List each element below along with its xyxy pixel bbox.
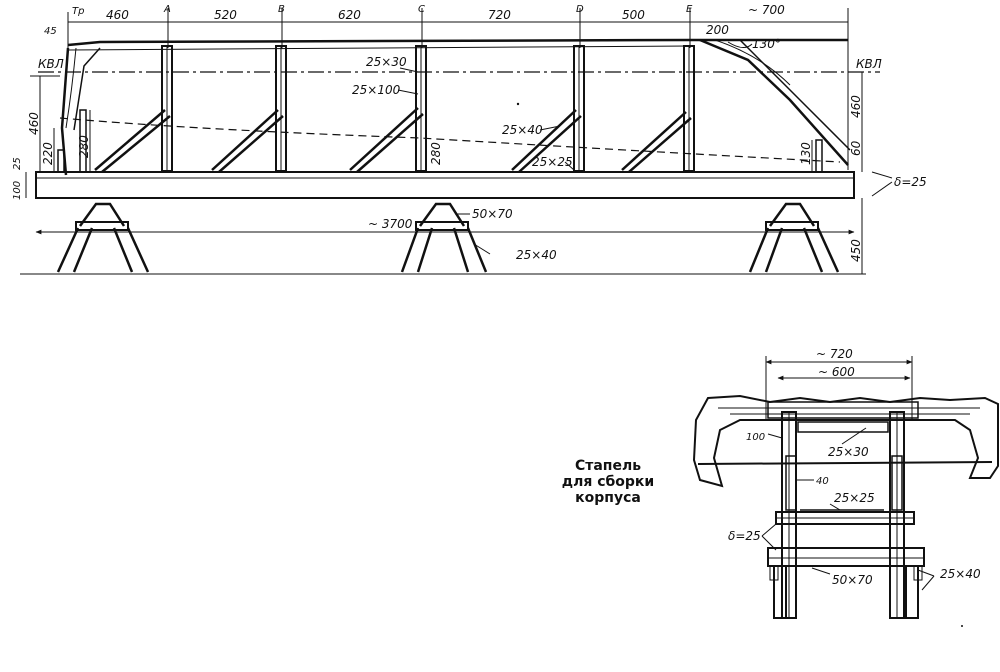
station-label: А — [163, 4, 171, 15]
stern-offset-dimension: 200 — [706, 23, 729, 37]
waterline-label-left: КВЛ — [38, 57, 64, 71]
section-view-labels: ~ 720 ~ 600 25×30 100 40 25×25 δ=25 50×7… — [728, 347, 981, 587]
member-size-label: 25×40 — [940, 567, 981, 581]
drawing-caption: Стапель для сборки корпуса — [548, 458, 668, 506]
caption-line: для сборки — [561, 474, 655, 490]
side-view-labels: Тр А В С D Е 460 520 620 720 500 ~ 700 4… — [12, 3, 927, 262]
member-size-label: 25×100 — [352, 83, 401, 97]
height-dimension: 130 — [799, 142, 813, 165]
height-dimension: 220 — [41, 142, 55, 165]
station-label: В — [278, 4, 285, 15]
member-size-label: 25×40 — [502, 123, 543, 137]
member-size-label: 100 — [746, 432, 765, 443]
base-beam — [35, 171, 855, 199]
overall-length-label: ~ 3700 — [368, 217, 413, 231]
span-dimension: 520 — [214, 8, 237, 22]
member-size-label: 40 — [816, 476, 829, 487]
member-size-label: 50×70 — [472, 207, 513, 221]
span-dimension: ~ 700 — [748, 3, 785, 17]
section-width-inner: ~ 600 — [818, 365, 855, 379]
station-label: Тр — [72, 6, 84, 17]
plank-thickness-label: δ=25 — [894, 175, 927, 189]
bow-offset-dimension: 45 — [44, 26, 57, 37]
caption-line: корпуса — [575, 490, 641, 506]
member-size-label: 25×30 — [366, 55, 407, 69]
side-view — [20, 8, 893, 275]
diagonal-braces — [94, 107, 692, 173]
member-size-label: 25×40 — [516, 248, 557, 262]
span-dimension: 720 — [488, 8, 511, 22]
member-size-label: 50×70 — [832, 573, 873, 587]
keel-line — [59, 117, 841, 163]
angle-dimension: 130° — [752, 37, 781, 51]
height-dimension: 280 — [429, 142, 443, 165]
span-dimension: 460 — [106, 8, 129, 22]
member-size-label: 25×25 — [532, 155, 573, 169]
cross-beam — [767, 547, 925, 567]
base-offset-dimension: 25 — [12, 157, 23, 170]
trestle-height-dimension: 450 — [849, 239, 863, 262]
station-label: С — [418, 4, 425, 15]
section-view — [692, 356, 999, 619]
span-dimension: 620 — [338, 8, 361, 22]
section-width-outer: ~ 720 — [816, 347, 853, 361]
member-size-label: δ=25 — [728, 529, 761, 543]
height-dimension: 60 — [849, 140, 863, 156]
base-height-dimension: 100 — [12, 181, 23, 200]
waterline-label-right: КВЛ — [856, 57, 882, 71]
member-size-label: 25×25 — [834, 491, 875, 505]
station-label: Е — [686, 4, 693, 15]
height-dimension: 460 — [849, 95, 863, 118]
gunwale-line — [67, 38, 848, 47]
stern-post — [699, 38, 849, 166]
height-dimension: 460 — [27, 112, 41, 135]
trestles — [56, 202, 840, 273]
span-dimension: 500 — [622, 8, 645, 22]
station-label: D — [576, 4, 584, 15]
caption-line: Стапель — [574, 458, 642, 474]
height-dimension: 280 — [77, 135, 91, 158]
member-size-label: 25×30 — [828, 445, 869, 459]
